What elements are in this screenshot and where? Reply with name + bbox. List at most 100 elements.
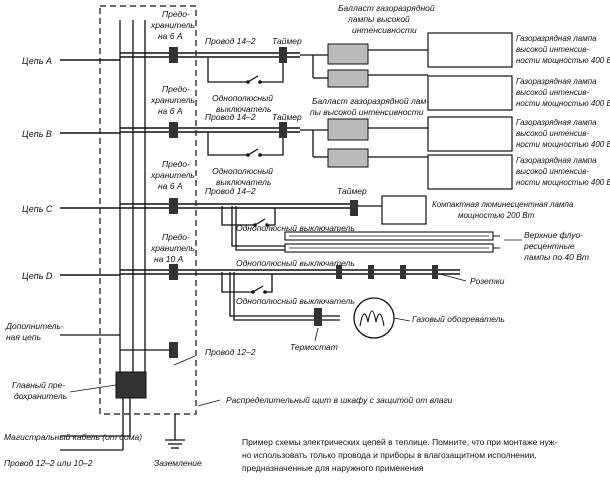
- ballast-b1: [327, 118, 369, 141]
- circuit-d-wiring: [221, 272, 340, 321]
- caption-line1: Пример схемы электрических цепей в тепли…: [242, 437, 557, 447]
- fuse-extra: [169, 342, 178, 358]
- label-wire-14-a: Провод 14–2: [205, 36, 256, 46]
- label-fluor-l2: ресцентные: [523, 241, 575, 251]
- ballast-a1: [327, 43, 369, 65]
- label-wire-14-c: Провод 14–2: [205, 186, 256, 196]
- ballast-b2: [327, 148, 369, 168]
- label-fuse-d-l1: Предо-: [162, 232, 190, 242]
- timer-a: [279, 47, 287, 63]
- label-switch-d2: Однополюсный выключатель: [236, 296, 355, 306]
- fuse-6a-a: [169, 47, 178, 63]
- gas-heater: [353, 297, 395, 339]
- label-fuse-d-l3: на 10 A: [154, 254, 184, 264]
- label-switch-b-l2: выключатель: [216, 177, 271, 187]
- label-switch-b-l1: Однополюсный: [212, 166, 273, 176]
- label-extra-line1: Дополнитель-: [5, 321, 64, 331]
- label-circuit-a: Цепь A: [22, 56, 52, 66]
- label-main-fuse-l2: дохранитель: [14, 391, 67, 401]
- label-switch-a-l1: Однополюсный: [212, 93, 273, 103]
- label-timer-b: Таймер: [272, 112, 302, 122]
- caption-line2: но использовать только провода и приборы…: [242, 450, 537, 460]
- label-ballast-a-l1: Балласт газоразрядной: [338, 3, 435, 13]
- label-hid-3-l1: Газоразрядная лампа: [516, 118, 597, 127]
- label-fuse-b-l2: хранитель: [150, 95, 195, 105]
- label-extra-line2: ная цепь: [6, 332, 41, 342]
- label-hid-3-l3: ности мощностью 400 Вт: [516, 140, 610, 149]
- label-outlets: Розетки: [470, 276, 505, 286]
- label-hid-2-l3: ности мощностью 400 Вт: [516, 99, 610, 108]
- hid-lamp-3: [427, 116, 513, 152]
- caption-line3: предназначенные для наружного применения: [242, 463, 424, 473]
- label-trunk-cable: Магистральный кабель (от дома): [4, 432, 142, 442]
- label-fluor-l1: Верхние флуо-: [524, 230, 583, 240]
- label-wire-14-b: Провод 14–2: [205, 112, 256, 122]
- distribution-panel: [99, 5, 197, 415]
- thermostat: [314, 308, 322, 326]
- circuit-b-wiring: [207, 127, 428, 158]
- label-switch-c: Однополюсный выключатель: [236, 223, 355, 233]
- label-hid-4-l3: ности мощностью 400 Вт: [516, 178, 610, 187]
- outlets: [336, 265, 438, 279]
- label-thermostat: Термостат: [290, 342, 338, 352]
- label-fuse-d-l2: хранитель: [150, 243, 195, 253]
- circuit-a-wiring: [207, 49, 428, 84]
- fluorescent-tubes: [284, 231, 500, 253]
- label-switch-d1: Однополюсный выключатель: [236, 258, 355, 268]
- label-ground: Заземление: [154, 458, 202, 468]
- label-hid-4-l1: Газоразрядная лампа: [516, 156, 597, 165]
- label-wire-12: Провод 12–2: [205, 347, 256, 357]
- trunk-lines: [60, 398, 185, 451]
- label-fuse-a-l1: Предо-: [162, 9, 190, 19]
- label-ballast-a-l2: лампы высокой: [347, 14, 410, 24]
- fuse-6a-c: [169, 198, 178, 214]
- label-fuse-b-l3: на 6 A: [158, 106, 183, 116]
- hid-lamp-1: [427, 32, 513, 68]
- label-cfl-l2: мощностью 200 Вт: [458, 211, 535, 220]
- label-fuse-a-l2: хранитель: [150, 20, 195, 30]
- ballast-a2: [327, 69, 369, 88]
- label-cfl-l1: Компактная люминесцентная лампа: [432, 200, 574, 209]
- label-hid-1-l2: высокой интенсив-: [516, 45, 589, 54]
- fuse-10a-d: [169, 264, 178, 280]
- label-circuit-b: Цепь B: [22, 129, 52, 139]
- timer-b: [279, 122, 287, 138]
- fuse-6a-b: [169, 122, 178, 138]
- bus-bars: [119, 20, 146, 380]
- label-gas-heater: Газовый обогреватель: [412, 314, 505, 324]
- label-fuse-a-l3: на 6 A: [158, 31, 183, 41]
- circuit-c-wiring: [221, 205, 382, 251]
- label-fuse-c-l3: на 6 A: [158, 181, 183, 191]
- label-circuit-c: Цепь C: [22, 204, 53, 214]
- label-hid-1-l1: Газоразрядная лампа: [516, 34, 597, 43]
- timer-c: [350, 200, 358, 216]
- label-hid-2-l1: Газоразрядная лампа: [516, 77, 597, 86]
- hid-lamp-2: [427, 75, 513, 111]
- hid-lamp-labels: Газоразрядная лампа высокой интенсив- но…: [516, 34, 610, 187]
- label-timer-a: Таймер: [272, 36, 302, 46]
- label-circuit-d: Цепь D: [22, 271, 53, 281]
- label-feed-wire: Провод 12–2 или 10–2: [4, 458, 93, 468]
- label-hid-4-l2: высокой интенсив-: [516, 167, 589, 176]
- label-timer-c: Таймер: [337, 186, 367, 196]
- label-hid-1-l3: ности мощностью 400 Вт: [516, 56, 610, 65]
- label-hid-2-l2: высокой интенсив-: [516, 88, 589, 97]
- label-fuse-c-l1: Предо-: [162, 159, 190, 169]
- label-switch-a-l2: выключатель: [216, 104, 271, 114]
- label-fuse-b-l1: Предо-: [162, 84, 190, 94]
- label-ballast-b-l1: Баллаcт газоразрядной лам-: [312, 96, 429, 106]
- main-fuse: [115, 371, 147, 399]
- label-fluor-l3: лампы по 40 Вт: [523, 252, 589, 262]
- label-panel: Распределительный щит в шкафу с защитой …: [226, 395, 453, 405]
- leader-lines: [69, 239, 522, 407]
- label-hid-3-l2: высокой интенсив-: [516, 129, 589, 138]
- label-fuse-c-l2: хранитель: [150, 170, 195, 180]
- cfl-lamp: [381, 195, 427, 225]
- label-main-fuse-l1: Главный пре-: [12, 380, 65, 390]
- label-ballast-a-l3: интенсивности: [352, 25, 417, 35]
- extra-circuit-lines: [60, 334, 172, 351]
- label-ballast-b-l2: пы высокой интенсивности: [310, 107, 424, 117]
- hid-lamp-4: [427, 154, 513, 190]
